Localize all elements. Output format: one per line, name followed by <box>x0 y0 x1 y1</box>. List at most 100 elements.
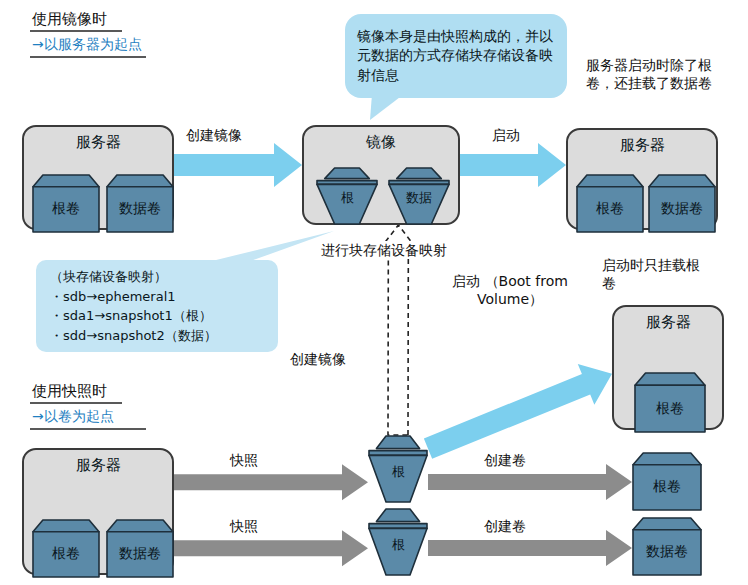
note-label: →以服务器为起点 <box>32 35 162 53</box>
snapshot-funnel: 根 <box>316 167 378 225</box>
shape-label: 根 <box>341 189 354 207</box>
text-holder: 数据卷 <box>106 532 174 577</box>
text-holder: 服务器 <box>24 456 172 475</box>
box-title: 服务器 <box>24 456 172 475</box>
server-box: 服务器根卷 数据卷 <box>566 128 718 230</box>
flow-arrow <box>428 464 632 500</box>
text-holder: 根卷 <box>32 187 100 232</box>
note-label: 启动时只挂载根卷 <box>602 256 702 292</box>
volume-block: 根卷 <box>32 174 100 232</box>
shape-label: 数据卷 <box>646 543 688 561</box>
arrow-label: 快照 <box>230 451 280 469</box>
mapping-line: ・sda1→snapshot1（根） <box>50 306 264 326</box>
shape-label: 根卷 <box>52 200 80 218</box>
flow-arrow <box>174 530 368 566</box>
shape-outline <box>376 509 419 522</box>
note-label: →以卷为起点 <box>32 407 162 425</box>
shape-label: 根卷 <box>656 400 684 418</box>
flow-arrow <box>174 464 368 500</box>
box-title: 镜像 <box>304 133 458 152</box>
text-holder: 镜像本身是由快照构成的，并以元数据的方式存储块存储设备映射信息 <box>345 14 567 98</box>
underline <box>30 428 146 430</box>
shape-outline <box>577 187 643 232</box>
shape-outline <box>633 465 701 510</box>
shape-outline <box>107 175 173 187</box>
volume-block: 根卷 <box>576 174 644 232</box>
shape-outline <box>633 453 701 465</box>
text-holder: 服务器 <box>614 313 722 332</box>
arrow-label: 启动 （Boot from Volume） <box>425 272 595 308</box>
shape-outline <box>376 436 419 449</box>
shape-outline <box>325 168 370 179</box>
server-box: 服务器根卷 数据卷 <box>22 448 174 575</box>
server-box: 镜像根 数据 <box>302 125 460 225</box>
text-holder: 数据卷 <box>106 187 174 232</box>
shape-outline <box>33 187 99 232</box>
flow-arrow <box>174 143 302 187</box>
shape-outline <box>107 520 173 532</box>
shape-label: 根卷 <box>52 545 80 563</box>
note-label: 使用镜像时 <box>32 10 142 30</box>
note-label: 使用快照时 <box>32 382 142 402</box>
arrow-label: 创建卷 <box>484 517 554 535</box>
arrow-label: 创建卷 <box>484 451 554 469</box>
text-holder: （块存储设备映射）・sdb→ephemeral1・sda1→snapshot1（… <box>36 260 278 352</box>
text-holder: 数据卷 <box>648 187 716 232</box>
shape-outline <box>107 187 173 232</box>
snapshot-funnel: 数据 <box>388 167 450 225</box>
server-box: 服务器根卷 数据卷 <box>22 125 174 230</box>
text-holder: 根卷 <box>576 187 644 232</box>
snapshot-funnel: 根 <box>368 435 428 503</box>
shape-outline <box>33 532 99 577</box>
volume-block: 数据卷 <box>106 174 174 232</box>
volume-block: 数据卷 <box>632 517 702 575</box>
server-box: 服务器根卷 <box>612 305 724 430</box>
arrow-label: 创建镜像 <box>290 350 370 368</box>
volume-block: 根卷 <box>632 452 702 510</box>
shape-label: 根卷 <box>596 200 624 218</box>
shape-label: 根卷 <box>653 478 681 496</box>
arrow-label: 启动 <box>492 126 542 144</box>
shape-outline <box>635 373 705 385</box>
mapping-line: ・sdd→snapshot2（数据） <box>50 326 264 346</box>
shape-label: 数据 <box>406 189 432 207</box>
arrow-label: 创建镜像 <box>186 126 266 144</box>
text-holder: 数据 <box>388 187 450 210</box>
mapping-box: （块存储设备映射）・sdb→ephemeral1・sda1→snapshot1（… <box>36 260 278 352</box>
flow-arrow <box>428 530 632 566</box>
volume-block: 根卷 <box>634 372 706 432</box>
text-holder: 服务器 <box>24 133 172 152</box>
shape-label: 镜像本身是由快照构成的，并以元数据的方式存储块存储设备映射信息 <box>357 27 555 86</box>
text-holder: 根卷 <box>632 465 702 510</box>
text-holder: 服务器 <box>568 136 716 155</box>
snapshot-funnel: 根 <box>368 508 428 576</box>
shape-label: 数据卷 <box>119 545 161 563</box>
callout-tail <box>208 231 334 262</box>
volume-block: 数据卷 <box>106 519 174 577</box>
shape-outline <box>33 175 99 187</box>
arrow-label: 快照 <box>230 517 280 535</box>
shape-outline <box>649 187 715 232</box>
underline <box>30 402 122 404</box>
box-title: 服务器 <box>568 136 716 155</box>
text-holder: 根 <box>368 458 428 485</box>
underline <box>30 30 122 32</box>
shape-outline <box>369 528 427 575</box>
shape-label: 根 <box>392 463 405 481</box>
text-holder: 根卷 <box>32 532 100 577</box>
shape-label: 数据卷 <box>661 200 703 218</box>
shape-outline <box>317 184 377 224</box>
shape-outline <box>369 455 427 502</box>
box-title: 服务器 <box>614 313 722 332</box>
box-title: 服务器 <box>24 133 172 152</box>
shape-outline <box>577 175 643 187</box>
shape-outline <box>107 532 173 577</box>
text-holder: 根卷 <box>634 385 706 432</box>
shape-outline <box>633 518 701 530</box>
shape-label: 数据卷 <box>119 200 161 218</box>
shape-outline <box>389 184 449 224</box>
volume-block: 数据卷 <box>648 174 716 232</box>
note-label: 服务器启动时除了根卷，还挂载了数据卷 <box>586 56 738 92</box>
text-holder: 根 <box>368 531 428 558</box>
